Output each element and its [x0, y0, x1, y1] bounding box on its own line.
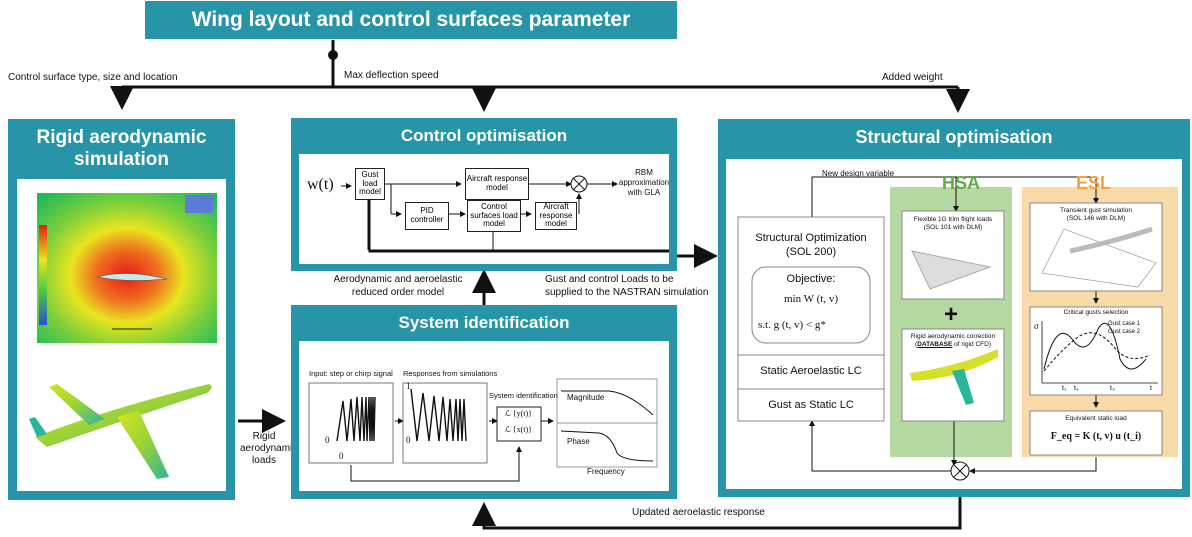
flex-line2: (SOL 101 with DLM)	[923, 224, 983, 231]
one-label: 1	[406, 381, 411, 391]
st-expression: s.t. g (t, v) < g*	[758, 319, 826, 331]
junction-dot	[328, 50, 338, 60]
gust-case-1: Gust case 1	[1108, 321, 1141, 327]
transient-line1: Transient gust simulation	[1059, 207, 1132, 214]
rigid-title-line2: simulation	[73, 149, 169, 170]
control-diagram: w(t) Gust load model Aircraft response m…	[299, 154, 669, 264]
aircraft-response-model-box-1: Aircraft response model	[465, 168, 529, 200]
rbm-label: RBM approximation with GLA	[618, 168, 670, 197]
structural-content: New design variable HSA ESL Structural O…	[726, 159, 1182, 489]
sysid-label: System identification	[489, 391, 558, 400]
esl-label: ESL	[1076, 173, 1112, 193]
sigma-label: σ	[1034, 321, 1039, 331]
sysid-title: System identification	[398, 313, 570, 332]
t-label: t	[1150, 385, 1152, 392]
gust-loads-line2: supplied to the NASTRAN simulation	[545, 287, 709, 298]
control-surfaces-load-model-box: Control surfaces load model	[467, 200, 521, 232]
structural-title: Structural optimisation	[855, 127, 1053, 147]
flex-loads-label: Flexible 1G trim flight loads (SOL 101 w…	[902, 216, 1004, 232]
gust-loads-label: Gust and control Loads to be supplied to…	[545, 273, 708, 299]
gust-loads-line1: Gust and control Loads to be	[545, 274, 674, 285]
zero-label-1: 0	[325, 435, 330, 445]
main-title: Wing layout and control surfaces paramet…	[145, 1, 677, 39]
input-wt-label: w(t)	[307, 176, 334, 193]
rigid-title-line1: Rigid aerodynamic	[36, 127, 207, 148]
sol200-label: Structural Optimization (SOL 200)	[738, 231, 884, 259]
label-max-deflection: Max deflection speed	[344, 70, 439, 81]
responses-label: Responses from simulations	[403, 369, 498, 378]
flex-line1: Flexible 1G trim flight loads	[913, 216, 993, 223]
rigid-correction-label: Rigid aerodynamic correction (DATABASE o…	[902, 333, 1004, 349]
arrow-feedback-to-sysid	[472, 497, 962, 530]
rigid-corr-line1: Rigid aerodynamic correction	[910, 333, 996, 340]
equivalent-label: Equivalent static load	[1065, 415, 1127, 422]
phase-label: Phase	[567, 437, 590, 446]
laplace-x: ℒ {x(t)}	[505, 425, 532, 434]
updated-response-label: Updated aeroelastic response	[632, 507, 765, 518]
rigid-aero-panel: Rigid aerodynamic simulation	[8, 119, 235, 500]
aero-rom-line1: Aerodynamic and aeroelastic	[333, 274, 463, 285]
magnitude-label: Magnitude	[567, 393, 605, 402]
rigid-loads-line3: loads	[252, 455, 276, 466]
gust-case-2: Gust case 2	[1108, 329, 1141, 335]
t3-label: t₃	[1110, 385, 1115, 392]
label-control-surface: Control surface type, size and location	[8, 72, 178, 83]
database-label: DATABASE	[917, 341, 953, 348]
cfd-contour-plot	[29, 193, 217, 479]
rigid-content	[17, 179, 226, 491]
aero-rom-line2: reduced order model	[351, 287, 445, 298]
gust-load-model-box: Gust load model	[355, 168, 385, 200]
objective-label: Objective:	[786, 273, 836, 285]
frequency-label: Frequency	[587, 467, 625, 476]
input-signal-label: Input: step or chirp signal	[309, 369, 393, 378]
zero-label-3: 0	[406, 435, 411, 445]
feq-expression: F_eq = K (t, v) u (t_i)	[1050, 431, 1142, 442]
gust-static-lc: Gust as Static LC	[768, 399, 854, 411]
plus-sign: +	[944, 301, 959, 328]
critical-gusts-label: Critical gusts selection	[1063, 309, 1129, 316]
sysid-diagram: Input: step or chirp signal Responses fr…	[299, 341, 669, 491]
system-identification-panel: System identification Input: step or chi…	[291, 305, 677, 499]
new-design-label: New design variable	[822, 169, 895, 178]
rigid-loads-line2: aerodynamic	[240, 443, 298, 454]
zero-label-2: 0	[339, 451, 344, 461]
t2-label: t₂	[1074, 385, 1079, 392]
rigid-corr-line2: of rigid CFD)	[954, 341, 991, 348]
pid-controller-box: PID controller	[405, 202, 449, 230]
laplace-y: ℒ {y(t)}	[505, 409, 532, 418]
aircraft-response-model-box-2: Aircraft response model	[535, 202, 577, 230]
transient-line2: (SOL 146 with DLM)	[1066, 215, 1126, 222]
aero-rom-label: Aerodynamic and aeroelastic reduced orde…	[318, 273, 478, 299]
sol200-line2: (SOL 200)	[785, 246, 837, 258]
label-added-weight: Added weight	[882, 72, 943, 83]
sol200-line1: Structural Optimization	[755, 232, 867, 244]
structural-optimisation-panel: Structural optimisation	[718, 119, 1190, 497]
t1-label: t₁	[1062, 385, 1067, 392]
rigid-loads-line1: Rigid	[252, 431, 276, 442]
transient-label: Transient gust simulation (SOL 146 with …	[1030, 207, 1162, 223]
control-optimisation-panel: Control optimisation w(t) Gust	[291, 118, 677, 271]
control-title: Control optimisation	[400, 126, 568, 145]
rigid-loads-label: Rigid aerodynamic loads	[240, 431, 298, 467]
min-expression: min W (t, v)	[784, 293, 838, 305]
static-aero-lc: Static Aeroelastic LC	[760, 365, 862, 377]
hsa-label: HSA	[942, 173, 981, 193]
